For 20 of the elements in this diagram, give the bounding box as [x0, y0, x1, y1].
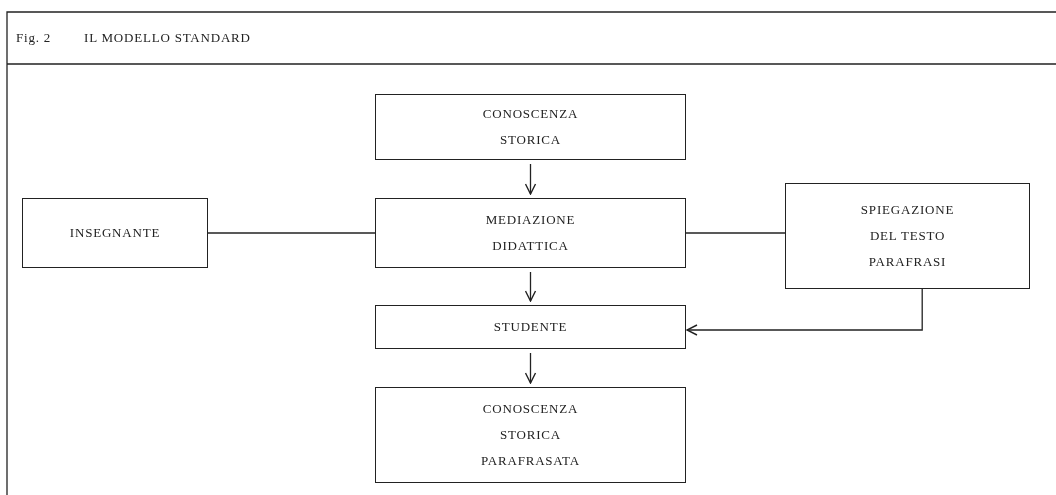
- process-box: [785, 183, 1030, 289]
- box-label: MEDIAZIONE DIDATTICA: [484, 211, 577, 255]
- figure-title: IL MODELLO STANDARD: [84, 30, 251, 46]
- box-label: CONOSCENZA STORICA: [481, 105, 580, 149]
- figure-number: Fig. 2: [16, 30, 52, 46]
- box-label: SPIEGAZIONE DEL TESTO PARAFRASI: [859, 201, 956, 271]
- process-box: [375, 305, 686, 349]
- process-box: [375, 198, 686, 268]
- box-label: INSEGNANTE: [69, 224, 161, 242]
- box-label: CONOSCENZA STORICA PARAFRASATA: [479, 400, 581, 470]
- arrow: [524, 271, 537, 302]
- process-box: [375, 387, 686, 483]
- arrow: [524, 352, 537, 384]
- connector-line: [685, 232, 786, 234]
- arrow: [524, 163, 537, 195]
- box-label: STUDENTE: [493, 318, 568, 336]
- connector-line: [207, 232, 376, 234]
- process-box: [22, 198, 208, 268]
- arrow: [686, 288, 923, 336]
- process-box: [375, 94, 686, 160]
